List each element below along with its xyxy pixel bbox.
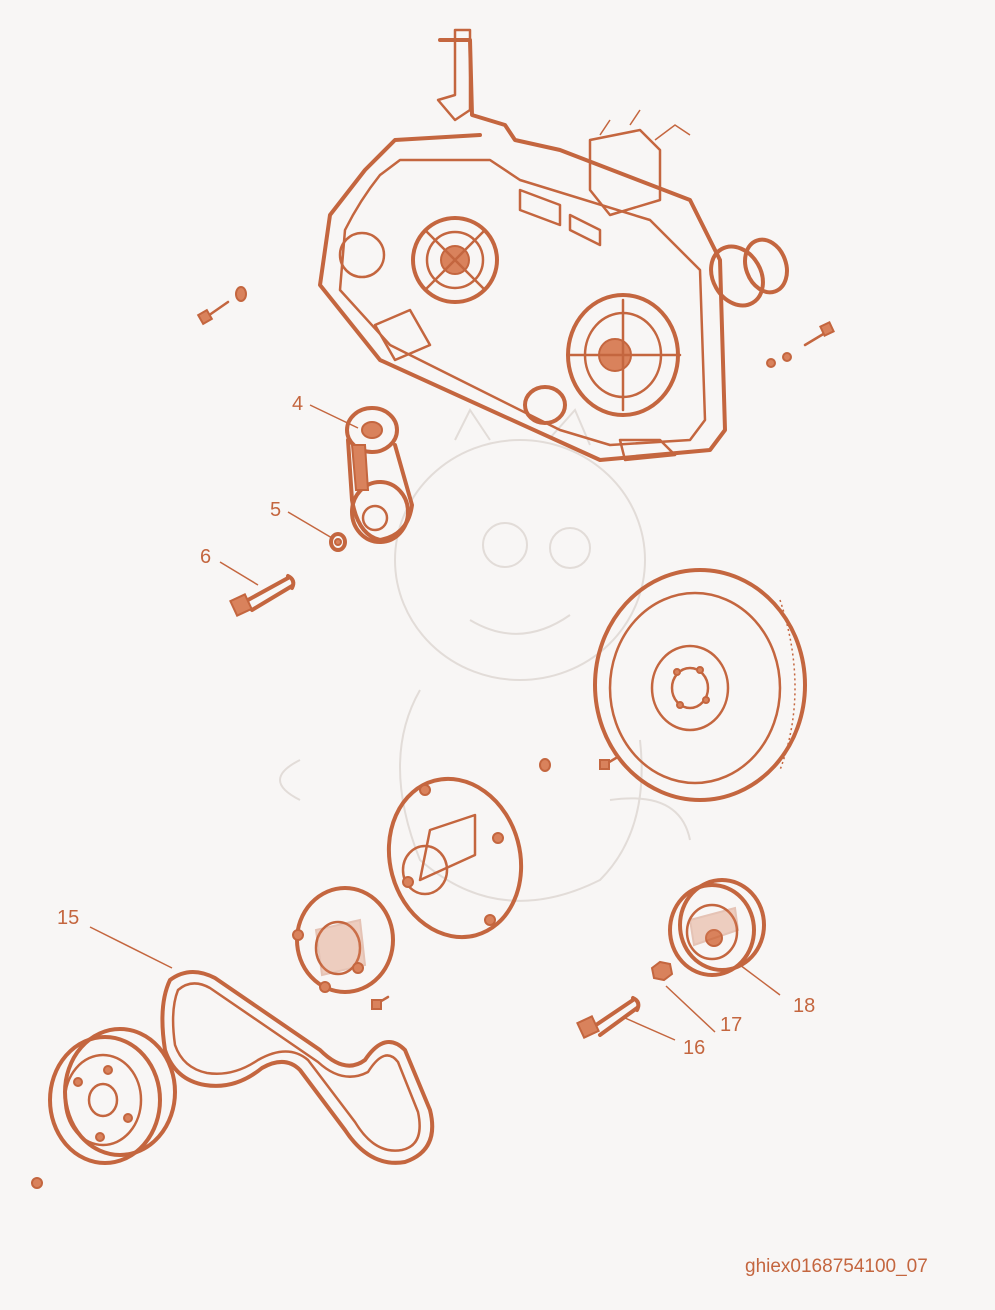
coupling-hub bbox=[292, 886, 395, 1010]
leader-lines bbox=[89, 404, 781, 1041]
watermark-dragon bbox=[279, 408, 691, 902]
timing-cover-housing bbox=[318, 28, 727, 462]
callout-18: 18 bbox=[793, 995, 815, 1017]
part-15-belt bbox=[160, 970, 435, 1165]
part-6-bolt bbox=[229, 574, 296, 617]
crankshaft-pulley bbox=[31, 1027, 177, 1189]
callout-17: 17 bbox=[720, 1014, 742, 1036]
flywheel-bolts bbox=[539, 756, 618, 772]
flywheel bbox=[593, 568, 807, 802]
callout-16: 16 bbox=[683, 1037, 705, 1059]
o-ring-gaskets bbox=[709, 237, 789, 308]
adapter-flange bbox=[386, 776, 524, 940]
cover-bolts bbox=[196, 286, 835, 368]
drawing-code: ghiex0168754100_07 bbox=[745, 1256, 928, 1277]
callout-4: 4 bbox=[292, 393, 303, 415]
part-17-nut bbox=[650, 960, 674, 982]
part-4-tensioner bbox=[345, 406, 414, 544]
callout-15: 15 bbox=[57, 907, 79, 929]
part-5-washer bbox=[329, 532, 347, 552]
part-18-pulley bbox=[668, 878, 766, 977]
callout-6: 6 bbox=[200, 546, 211, 568]
part-16-bolt bbox=[576, 996, 641, 1039]
callout-5: 5 bbox=[270, 499, 281, 521]
